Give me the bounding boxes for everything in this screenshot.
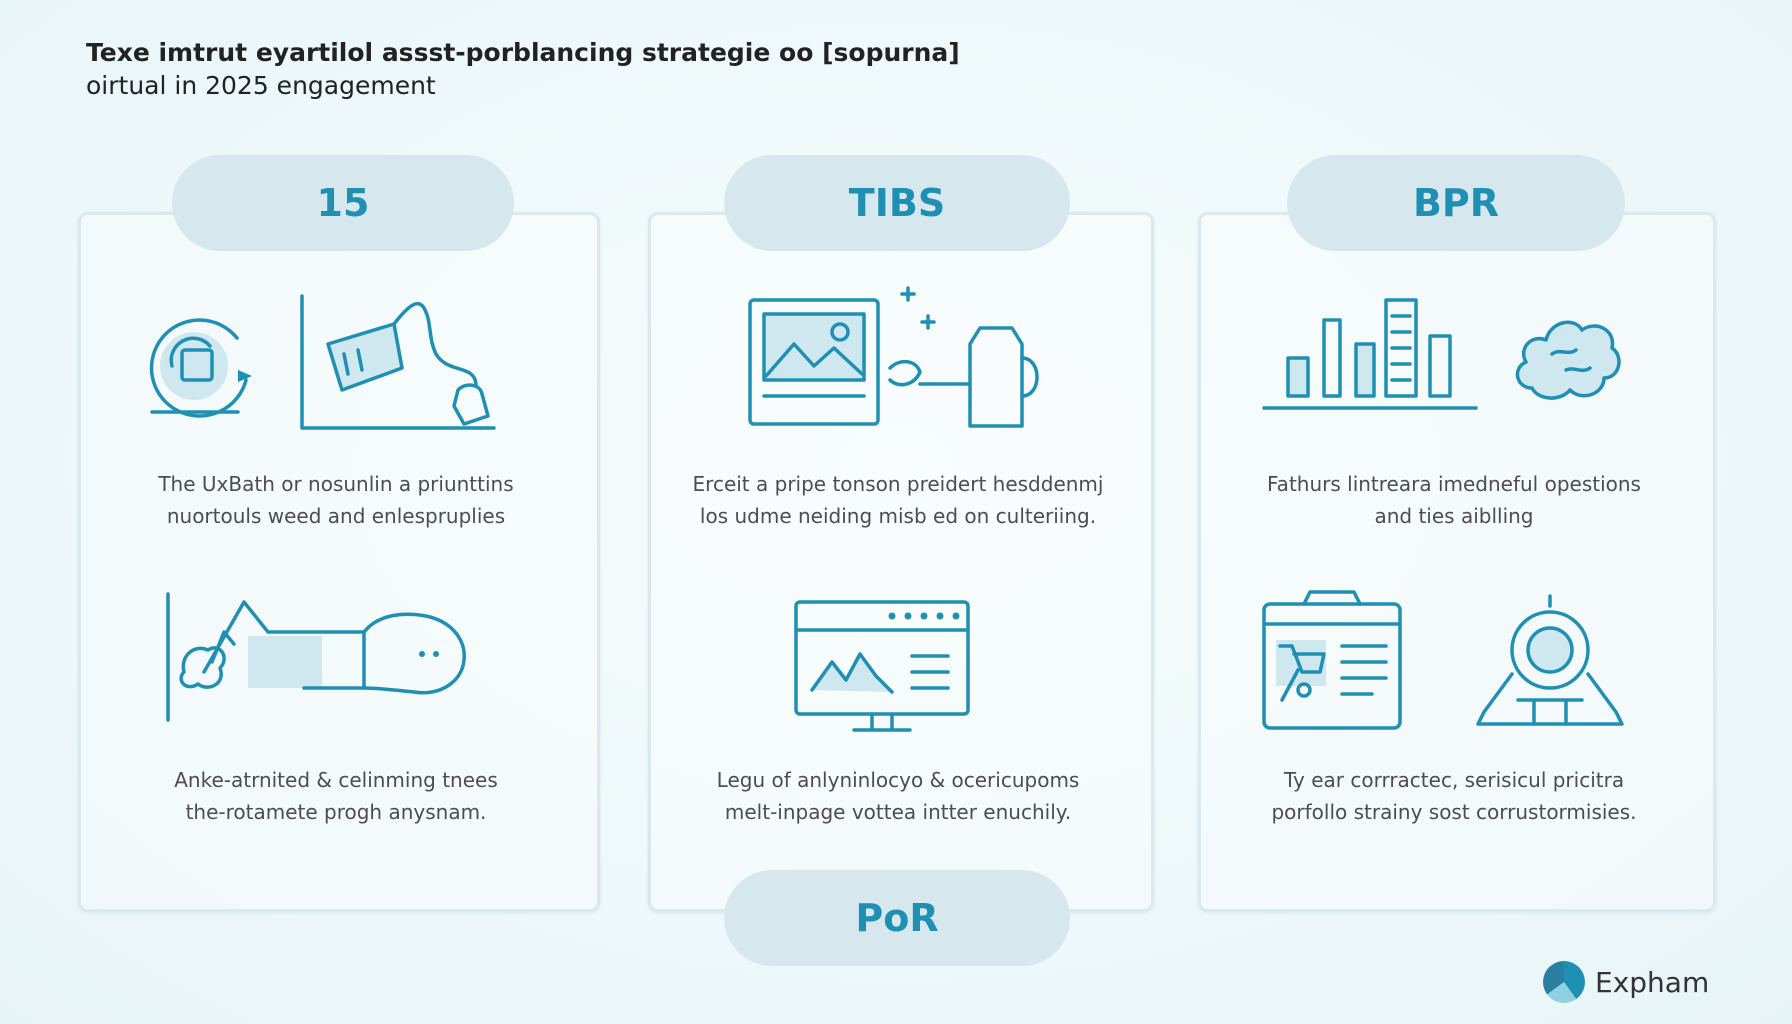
clipboard-checklist-icon <box>1262 590 1402 730</box>
caption-line: Ty ear corrractec, serisicul pricitra <box>1283 768 1625 792</box>
panel-tibs-caption-top: Erceit a pripe tonson preidert hesddenmj… <box>656 468 1140 532</box>
panel-header-tibs: TIBS <box>724 155 1070 251</box>
panel-header-bpr: BPR <box>1287 155 1625 251</box>
panel-tibs <box>648 212 1154 912</box>
caption-line: melt-inpage vottea intter enuchily. <box>724 800 1072 824</box>
leaf-chart-arrow-capsule-icon <box>164 592 470 722</box>
panel-15-caption-bottom: Anke-atrnited & celinming tnees the-rota… <box>96 764 576 828</box>
panel-15-caption-top: The UxBath or nosunlin a priunttins nuor… <box>96 468 576 532</box>
panel-bpr-caption-top: Fathurs lintreara imedneful opestions an… <box>1208 468 1700 532</box>
panel-bpr-caption-bottom: Ty ear corrractec, serisicul pricitra po… <box>1208 764 1700 828</box>
caption-line: porfollo strainy sost corrustormisies. <box>1271 800 1637 824</box>
panel-tibs-caption-bottom: Legu of anlyninlocyo & ocericupoms melt-… <box>656 764 1140 828</box>
dashboard-monitor-icon <box>792 600 972 734</box>
brain-cloud-icon <box>1512 308 1624 404</box>
caption-line: Legu of anlyninlocyo & ocericupoms <box>716 768 1080 792</box>
caption-line: the-rotamete progh anysnam. <box>185 800 487 824</box>
caption-line: los udme neiding misb ed on culteriing. <box>699 504 1097 528</box>
milk-carton-icon <box>880 286 1046 428</box>
panel-bpr <box>1198 212 1716 912</box>
circular-arrows-document-icon <box>142 310 266 418</box>
caption-line: Anke-atrnited & celinming tnees <box>174 768 498 792</box>
monitor-landscape-sparkle-icon <box>748 296 890 428</box>
brand: Expham <box>1543 961 1709 1003</box>
brand-logo-icon <box>1543 961 1585 1003</box>
title-line-2: oirtual in 2025 engagement <box>86 71 436 100</box>
caption-line: The UxBath or nosunlin a priunttins <box>158 472 514 496</box>
hand-pouring-cup-chart-icon <box>298 294 512 430</box>
caption-line: nuortouls weed and enlespruplies <box>166 504 506 528</box>
panel-15 <box>78 212 600 912</box>
brand-name: Expham <box>1595 965 1710 999</box>
footer-pill-por: PoR <box>724 870 1070 966</box>
caption-line: Erceit a pripe tonson preidert hesddenmj <box>692 472 1104 496</box>
panel-header-15: 15 <box>172 155 514 251</box>
caption-line: and ties aiblling <box>1374 504 1534 528</box>
title-line-1: Texe imtrut eyartilol assst-porblancing … <box>86 38 960 67</box>
bar-chart-icon <box>1262 296 1478 410</box>
diagram-title: Texe imtrut eyartilol assst-porblancing … <box>86 36 986 102</box>
caption-line: Fathurs lintreara imedneful opestions <box>1267 472 1641 496</box>
astronaut-helmet-icon <box>1474 594 1626 726</box>
